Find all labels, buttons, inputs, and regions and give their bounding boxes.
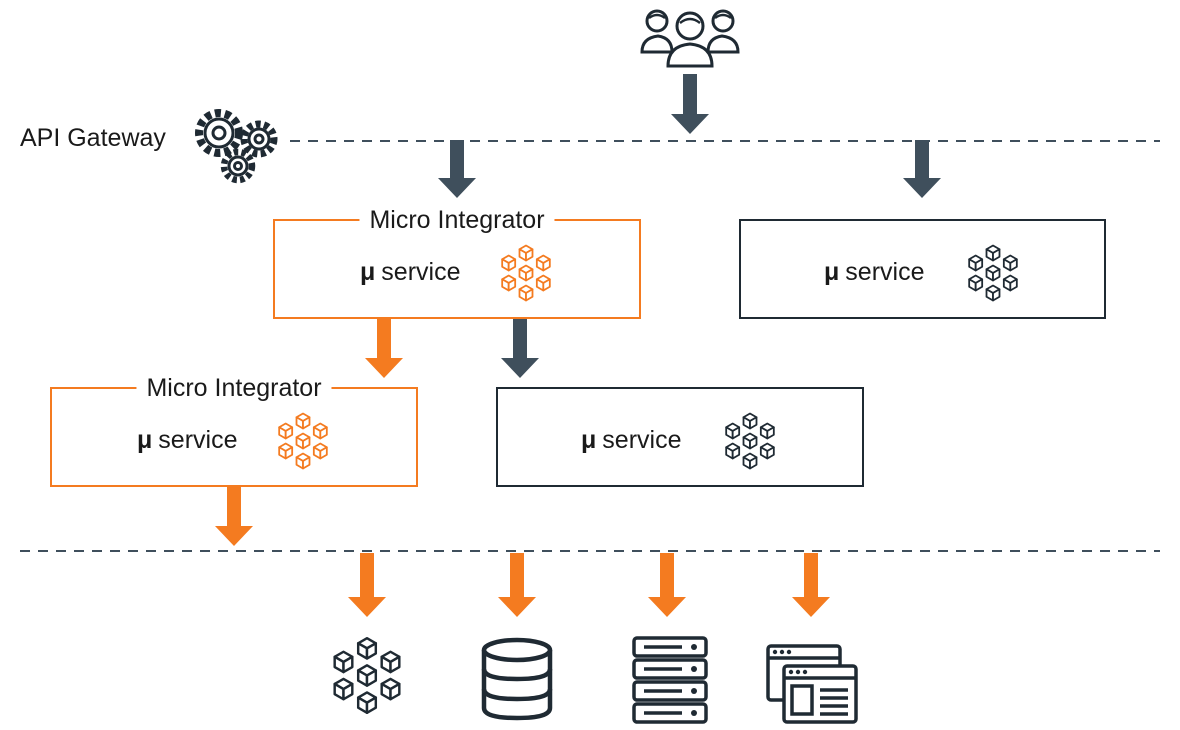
integrator-to-service-arrow — [501, 318, 539, 378]
database-icon — [481, 637, 553, 721]
integrator-to-integrator-arrow — [365, 318, 403, 378]
backend-arrow-3 — [648, 553, 686, 617]
service-text: service — [602, 426, 682, 454]
mu-symbol: μ — [824, 258, 840, 286]
mu-symbol: μ — [137, 426, 153, 454]
service-text: service — [158, 426, 238, 454]
service-text: service — [381, 258, 461, 286]
microservice-cube-icon — [333, 636, 401, 715]
backend-arrow-4 — [792, 553, 830, 617]
backend-arrow-1 — [348, 553, 386, 617]
users-icon — [640, 9, 740, 68]
user-to-gateway-arrow — [671, 74, 709, 134]
mu-symbol: μ — [581, 426, 597, 454]
mu-symbol: μ — [360, 258, 376, 286]
micro-integrator-title: Micro Integrator — [136, 373, 332, 403]
microservice-cube-icon — [501, 244, 551, 302]
microservice-cube-icon — [278, 412, 328, 470]
browser-windows-icon — [766, 644, 858, 724]
integrator-to-backend-arrow — [215, 486, 253, 546]
server-rack-icon — [632, 636, 708, 724]
microservice-cube-icon — [968, 244, 1018, 302]
gateway-to-integrator-arrow — [438, 140, 476, 198]
micro-integrator-title: Micro Integrator — [359, 205, 555, 235]
backend-arrow-2 — [498, 553, 536, 617]
microservice-cube-icon — [725, 412, 775, 470]
api-gateway-label: API Gateway — [20, 124, 166, 152]
gears-icon — [195, 109, 278, 184]
service-text: service — [845, 258, 925, 286]
gateway-to-service-arrow — [903, 140, 941, 198]
